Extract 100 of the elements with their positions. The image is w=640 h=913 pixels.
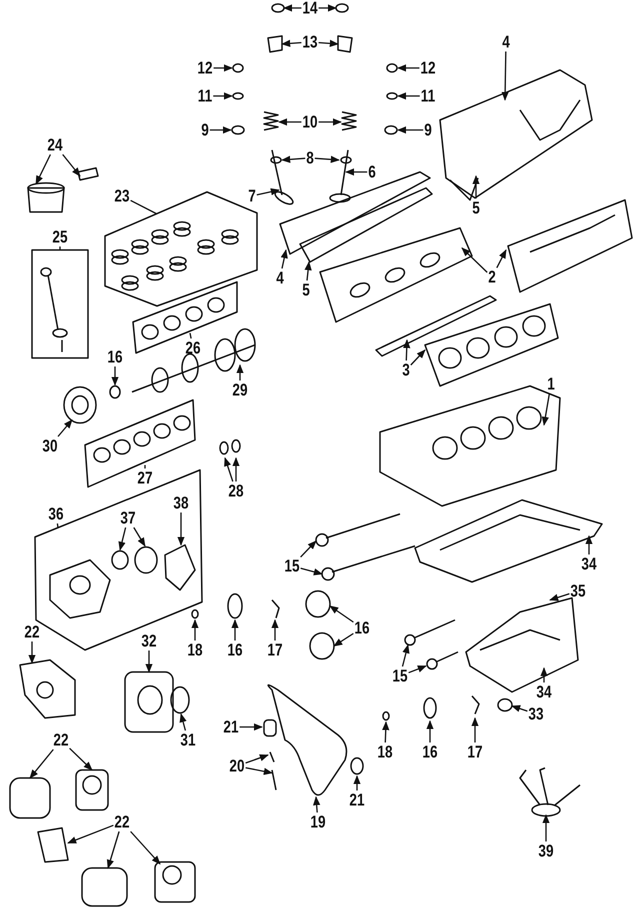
callout-number: 19 [310, 814, 326, 830]
leader-line [59, 246, 61, 250]
leader-line [214, 64, 233, 72]
leader-line [144, 465, 146, 468]
leader-line [382, 721, 390, 743]
leader-line [403, 339, 410, 361]
leader-line [111, 366, 119, 386]
callout-number: 5 [302, 282, 310, 298]
callout-number: 11 [198, 88, 212, 104]
leader-line [130, 831, 161, 865]
callout-number: 22 [53, 732, 69, 748]
leader-line [62, 154, 81, 177]
callout-number: 13 [302, 34, 318, 50]
leader-line [397, 92, 420, 100]
callout-number: 12 [197, 60, 213, 76]
callout-number: 20 [229, 758, 245, 774]
leader-line [35, 154, 51, 185]
leader-line [58, 419, 73, 437]
leader-line [408, 665, 427, 674]
callout-number: 34 [536, 684, 552, 700]
leader-line [280, 249, 288, 269]
leader-line [177, 512, 185, 546]
leader-line [542, 814, 550, 842]
leader-line [145, 650, 153, 673]
leader-line [345, 168, 368, 176]
leader-line [318, 40, 339, 48]
callout-number: 25 [52, 228, 68, 246]
leader-line [245, 754, 269, 764]
callout-number: 3 [402, 362, 410, 378]
leader-line [130, 200, 158, 215]
leader-line [118, 527, 126, 551]
leader-line [318, 4, 337, 12]
leader-line [471, 717, 479, 742]
leader-line [313, 796, 320, 813]
leader-line [585, 535, 593, 554]
callout-number: 26 [185, 340, 201, 356]
callout-number: 16 [107, 348, 123, 366]
callout-number: 11 [420, 88, 436, 104]
leader-line [397, 126, 424, 134]
callout-number: 4 [276, 270, 284, 286]
leader-line [300, 540, 317, 558]
callout-number: 35 [570, 582, 586, 600]
callout-number: 21 [223, 718, 239, 736]
callout-number: 33 [528, 706, 544, 722]
leader-line [542, 393, 550, 426]
callout-number: 18 [377, 744, 393, 760]
callout-number: 1 [547, 376, 555, 392]
callout-number: 5 [472, 200, 480, 216]
leader-line [56, 523, 59, 528]
callout-number: 17 [267, 642, 283, 658]
leader-line [402, 644, 410, 667]
callout-number: 2 [488, 268, 496, 286]
leader-line [28, 642, 36, 664]
leader-line [540, 667, 548, 682]
callout-number: 17 [467, 744, 483, 760]
callout-number: 10 [302, 114, 318, 130]
callout-number: 38 [173, 494, 189, 512]
leader-line [271, 619, 279, 640]
leader-line [549, 593, 570, 601]
leader-line [231, 619, 239, 640]
leader-line [472, 175, 480, 198]
leader-line [333, 632, 354, 647]
leader-line [318, 118, 342, 126]
leader-line [29, 749, 54, 779]
leader-line [281, 40, 302, 48]
callout-number: 8 [306, 150, 314, 166]
callout-number: 22 [114, 814, 130, 830]
callout-number: 16 [422, 744, 438, 760]
leader-line [353, 775, 361, 790]
callout-number: 4 [502, 34, 510, 50]
leader-line [69, 748, 93, 771]
callout-number: 12 [420, 60, 436, 76]
leader-line [191, 619, 199, 640]
leader-line [281, 156, 306, 164]
callout-number: 39 [538, 842, 554, 860]
callout-number: 32 [141, 632, 157, 650]
callout-number: 21 [349, 792, 365, 808]
callout-number: 16 [354, 620, 370, 636]
leader-line [180, 713, 187, 731]
leader-line [329, 605, 354, 623]
leader-line [283, 4, 302, 12]
leader-line [189, 332, 192, 339]
callout-number: 37 [120, 510, 136, 526]
leader-line [232, 457, 240, 482]
leader-line [106, 831, 120, 869]
leader-line [278, 118, 302, 126]
leader-line [236, 364, 244, 380]
leader-line [502, 51, 509, 101]
leader-line [314, 156, 340, 164]
leader-line [67, 824, 114, 844]
leader-line [133, 527, 146, 547]
callout-number: 15 [284, 558, 300, 574]
callout-number: 9 [424, 122, 432, 138]
callout-number: 15 [392, 668, 408, 684]
leader-line [511, 705, 528, 712]
callout-number: 24 [47, 136, 63, 154]
leader-line [426, 720, 434, 742]
callout-number: 16 [227, 642, 243, 658]
leader-line [304, 261, 312, 281]
callout-number: 14 [302, 0, 318, 16]
